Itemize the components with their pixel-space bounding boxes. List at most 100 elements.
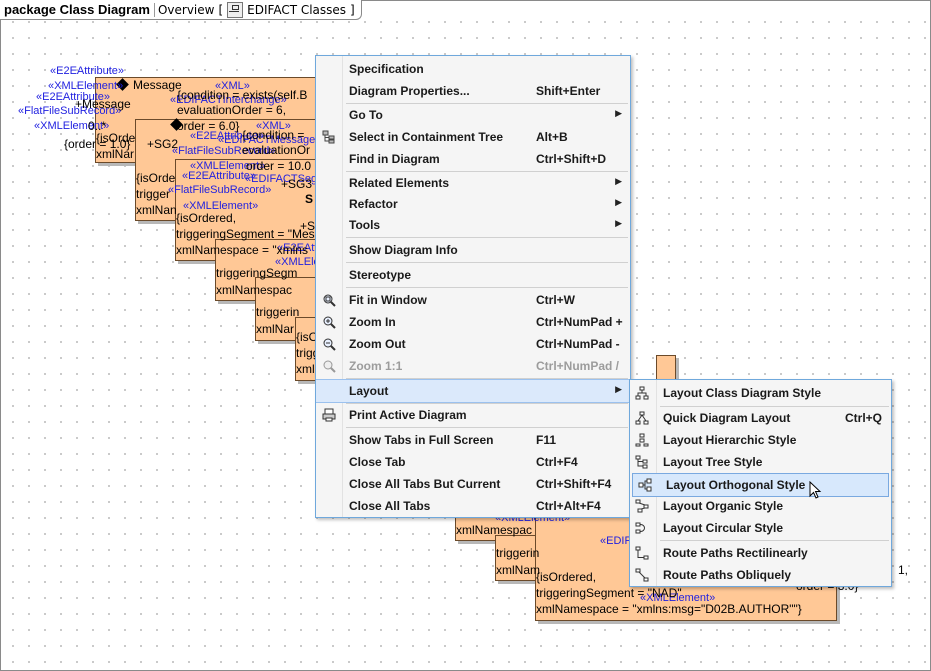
bracket-open: [: [218, 2, 224, 17]
menu-separator: [346, 403, 628, 404]
stereotype-label: «XMLElement»: [640, 592, 716, 604]
submenu-arrow-icon: ▶: [615, 384, 622, 394]
diagram-text: 1,: [898, 563, 909, 577]
containment-tree-icon: [322, 130, 336, 144]
stereotype-label: «E2EAttr: [277, 242, 322, 254]
menu-item-close-tab[interactable]: Close Tab Ctrl+F4: [349, 455, 578, 469]
overview-link[interactable]: Overview: [153, 2, 214, 17]
stereotype-label: «FlatFileSubRecord»: [172, 145, 276, 157]
menu-separator: [346, 287, 628, 288]
stereotype-label: «E2EAttribute»: [50, 65, 124, 77]
stereotype-label: «XMLElement»: [190, 160, 266, 172]
stereotype-label: «FlatFileSubRecord»: [168, 184, 272, 196]
stereotype-label: «E2EAttribute»: [182, 170, 256, 182]
stereotype-label: «E2EAttribute»: [36, 91, 110, 103]
diagram-context-menu: Specification Diagram Properties... Shif…: [315, 55, 631, 518]
organic-layout-icon: [635, 499, 649, 513]
diagram-text: {isOrde: [96, 131, 136, 145]
stereotype-label: «EDIFACTSegme: [245, 173, 333, 185]
menu-item-find-in-diagram[interactable]: Find in Diagram Ctrl+Shift+D: [349, 152, 607, 166]
menu-item-specification[interactable]: Specification: [349, 62, 424, 76]
diagram-text: evaluationOr: [242, 143, 311, 157]
diagram-text: S: [305, 192, 314, 206]
diagram-text: trigger: [136, 187, 171, 201]
diagram-text: triggeringSegment = "Mes: [176, 227, 315, 241]
menu-item-print-active-diagram[interactable]: Print Active Diagram: [316, 404, 630, 426]
diagram-text: triggeringSegm: [216, 266, 298, 280]
diagram-text: {isOrdered,: [536, 570, 597, 584]
menu-item-layout-circular-style[interactable]: Layout Circular Style: [630, 517, 891, 539]
menu-separator: [346, 237, 628, 238]
diagram-text: xmlNar: [96, 147, 134, 161]
menu-item-show-tabs-full-screen[interactable]: Show Tabs in Full Screen F11: [349, 433, 557, 447]
menu-item-go-to[interactable]: Go To ▶: [349, 108, 622, 122]
menu-item-stereotype[interactable]: Stereotype: [349, 268, 412, 282]
print-icon: [322, 408, 336, 422]
diagram-tab-icon: [227, 1, 244, 18]
stereotype-label: «E2EAttribute»: [190, 130, 264, 142]
menu-item-layout[interactable]: Layout ▶: [316, 379, 630, 403]
menu-item-route-paths-rectilinearly[interactable]: Route Paths Rectilinearly: [630, 542, 891, 564]
menu-separator: [346, 262, 628, 263]
submenu-arrow-icon: ▶: [615, 176, 622, 186]
menu-item-refactor[interactable]: Refactor ▶: [349, 197, 622, 211]
diagram-text: +S: [300, 219, 316, 233]
menu-item-route-paths-obliquely[interactable]: Route Paths Obliquely: [630, 564, 891, 586]
stereotype-label: «FlatFileSubRecord»: [18, 105, 122, 117]
class-diagram-layout-icon: [635, 386, 649, 400]
route-oblique-icon: [635, 568, 649, 582]
menu-item-tools[interactable]: Tools ▶: [349, 218, 622, 232]
stereotype-label: «EDIF: [600, 535, 632, 547]
stereotype-label: «XMLElement»: [183, 200, 259, 212]
circular-layout-icon: [635, 521, 649, 535]
zoom-actual-icon: [322, 359, 336, 373]
stereotype-label: «XMLElement»: [34, 120, 110, 132]
menu-item-layout-hierarchic-style[interactable]: Layout Hierarchic Style: [630, 429, 891, 451]
menu-item-related-elements[interactable]: Related Elements ▶: [349, 176, 622, 190]
route-rectilinear-icon: [635, 546, 649, 560]
menu-item-select-in-containment-tree[interactable]: Select in Containment Tree Alt+B: [316, 126, 630, 148]
submenu-arrow-icon: ▶: [615, 197, 622, 207]
diagram-text: +Message: [75, 97, 131, 111]
diagram-text: triggerin: [256, 305, 300, 319]
menu-item-show-diagram-info[interactable]: Show Diagram Info: [349, 243, 458, 257]
diagram-text: {condition = exists(self.B: [177, 88, 308, 102]
menu-item-close-all-tabs-but-current[interactable]: Close All Tabs But Current Ctrl+Shift+F4: [349, 477, 612, 491]
diagram-text: triggeringSegment = "NAD": [536, 586, 682, 600]
menu-separator: [346, 171, 628, 172]
diagram-text: {order = 1.0}: [64, 137, 131, 151]
diagram-text: xmlNamespac: [216, 283, 293, 297]
menu-icon-gutter: [316, 56, 343, 517]
menu-separator: [660, 406, 889, 407]
menu-item-layout-tree-style[interactable]: Layout Tree Style: [630, 451, 891, 473]
menu-item-zoom-out[interactable]: Zoom Out Ctrl+NumPad -: [316, 333, 630, 355]
zoom-in-icon: [322, 315, 336, 329]
menu-item-layout-class-diagram-style[interactable]: Layout Class Diagram Style: [630, 382, 891, 404]
layout-submenu: Layout Class Diagram Style Quick Diagram…: [629, 379, 892, 587]
diagram-text: +SG2: [147, 137, 179, 151]
menu-item-fit-in-window[interactable]: Fit in Window Ctrl+W: [316, 289, 630, 311]
menu-item-layout-organic-style[interactable]: Layout Organic Style: [630, 495, 891, 517]
zoom-out-icon: [322, 337, 336, 351]
menu-item-zoom-in[interactable]: Zoom In Ctrl+NumPad +: [316, 311, 630, 333]
stereotype-label: «XMLElement»: [48, 80, 124, 92]
menu-item-layout-orthogonal-style[interactable]: Layout Orthogonal Style: [632, 473, 889, 497]
stereotype-label: «XMLEle: [275, 256, 320, 268]
diagram-tab-label[interactable]: EDIFACT Classes: [247, 2, 347, 17]
diagram-text: order = 6.0}: [177, 119, 240, 133]
submenu-arrow-icon: ▶: [615, 218, 622, 228]
menu-item-quick-diagram-layout[interactable]: Quick Diagram Layout Ctrl+Q: [630, 407, 891, 429]
menu-separator: [346, 378, 628, 379]
bracket-close: ]: [350, 2, 355, 17]
stereotype-label: «EDIFACTInterchange»: [170, 94, 287, 106]
diagram-text: {condition =: [242, 128, 305, 142]
diagram-text: {isOrdered,: [176, 211, 237, 225]
diagram-title-bar: package Class Diagram Overview [ EDIFACT…: [0, 0, 362, 20]
diagram-text: xmlNamespac: [456, 523, 533, 537]
menu-item-close-all-tabs[interactable]: Close All Tabs Ctrl+Alt+F4: [349, 499, 601, 513]
stereotype-label: «XML»: [256, 120, 291, 132]
menu-item-diagram-properties[interactable]: Diagram Properties... Shift+Enter: [349, 84, 601, 98]
class-box[interactable]: [656, 355, 676, 381]
menu-separator: [346, 103, 628, 104]
zoom-fit-icon: [322, 293, 336, 307]
